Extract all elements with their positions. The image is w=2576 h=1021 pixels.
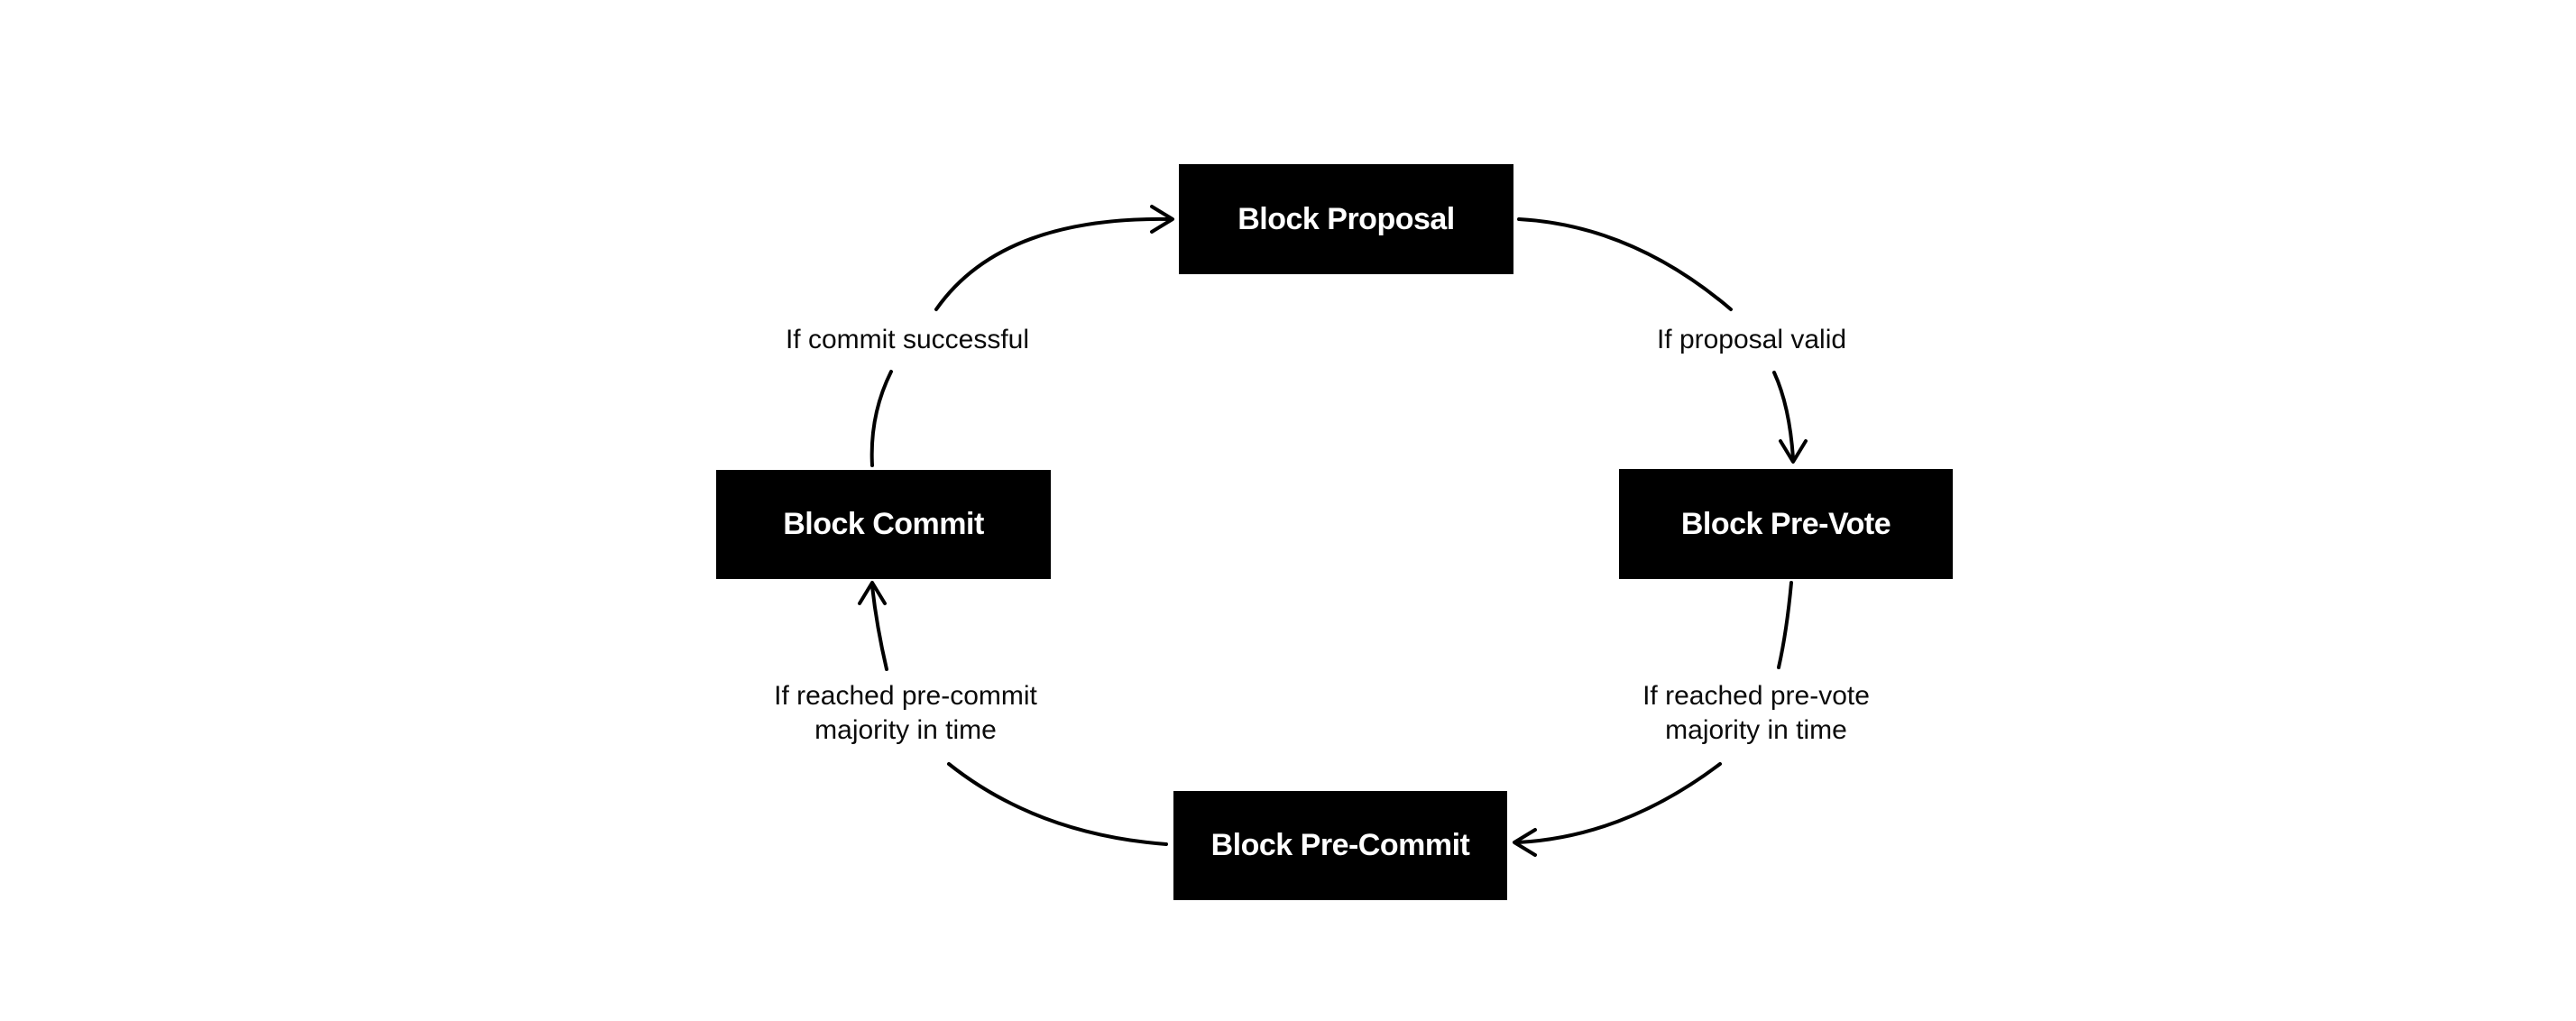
node-block-commit-label: Block Commit: [783, 507, 984, 541]
edge-proposal-to-prevote-segment-upper: [1517, 217, 1733, 311]
node-block-pre-vote: Block Pre-Vote: [1619, 469, 1953, 579]
edge-label-if-reached-pre-vote-majority: If reached pre-vote majority in time: [1642, 681, 1870, 745]
edge-label-if-commit-successful: If commit successful: [785, 325, 1030, 354]
node-block-pre-vote-label: Block Pre-Vote: [1680, 506, 1891, 541]
edge-label-if-reached-pre-commit-majority: If reached pre-commit majority in time: [774, 681, 1037, 745]
edge-commit-to-proposal-segment-lower: [869, 370, 893, 467]
edge-precommit-to-commit-segment-lower: [947, 762, 1168, 846]
edge-label-if-proposal-valid: If proposal valid: [1656, 325, 1847, 354]
node-block-proposal: Block Proposal: [1179, 164, 1513, 274]
edge-precommit-to-commit-segment-upper: [870, 584, 888, 671]
node-block-commit: Block Commit: [716, 470, 1051, 579]
arrowhead-down-icon: [1779, 439, 1808, 464]
edge-proposal-to-prevote-segment-lower: [1772, 371, 1795, 460]
node-block-pre-commit: Block Pre-Commit: [1173, 791, 1507, 900]
node-block-proposal-label: Block Proposal: [1237, 201, 1455, 236]
edge-prevote-to-precommit-segment-lower: [1516, 762, 1722, 844]
arrowhead-left-icon: [1513, 828, 1537, 857]
arrowhead-right-icon: [1150, 205, 1174, 234]
edge-prevote-to-precommit-segment-upper: [1777, 581, 1793, 669]
arrowhead-up-icon: [858, 581, 887, 605]
edge-commit-to-proposal-segment-upper: [934, 216, 1171, 311]
node-block-pre-commit-label: Block Pre-Commit: [1210, 828, 1470, 862]
